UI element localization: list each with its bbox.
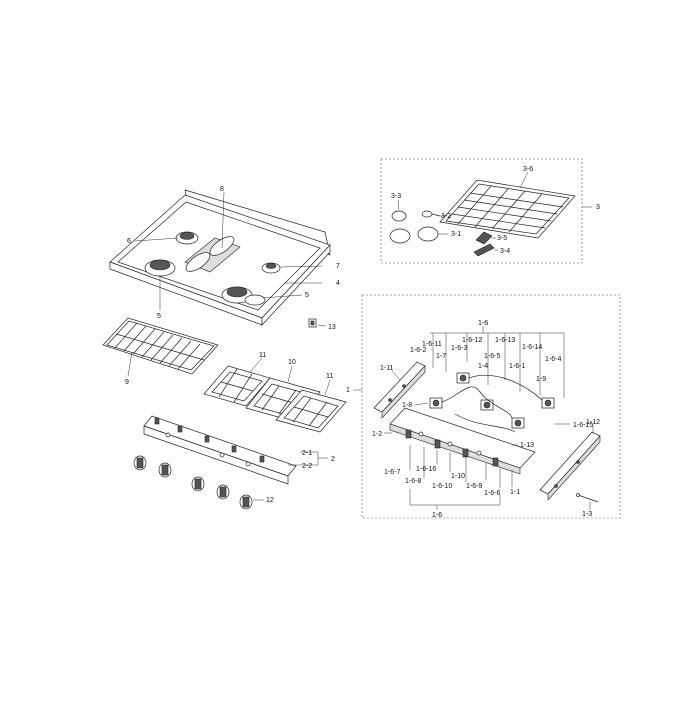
burner-right-rear [261, 262, 281, 274]
callout-1-6-14: 1-6-14 [522, 344, 542, 351]
callout-1-13: 1-13 [520, 442, 534, 449]
burner-left-rear [175, 231, 199, 245]
callout-1-1: 1-1 [510, 489, 520, 496]
valve-4 [511, 417, 525, 429]
knob-5 [239, 494, 253, 510]
wire-rack [102, 317, 219, 375]
callout-1-2: 1-2 [372, 431, 382, 438]
callout-5-left: 5 [157, 313, 161, 320]
manifold-frame [361, 294, 621, 519]
rod-part [576, 493, 599, 503]
callout-11-right: 11 [326, 373, 333, 380]
callout-3-6: 3-6 [523, 166, 533, 173]
oven-rack [439, 179, 576, 239]
callout-13: 13 [328, 324, 336, 331]
callout-1-6-16: 1-6-16 [416, 466, 436, 473]
clip-part [308, 318, 317, 328]
valve-2 [456, 372, 470, 384]
callout-4: 4 [336, 280, 340, 287]
callout-1-7: 1-7 [436, 353, 446, 360]
knob-2 [158, 462, 172, 478]
grate-right [275, 389, 347, 433]
callout-3-1: 3-1 [451, 231, 461, 238]
callout-5-right: 5 [305, 292, 309, 299]
knob-4 [216, 484, 230, 500]
control-panel [143, 415, 297, 485]
callout-1-6-13: 1-6-13 [495, 337, 515, 344]
rack-caps [389, 210, 441, 244]
callout-1-6-8: 1-6-8 [405, 478, 421, 485]
callout-1-6-7: 1-6-7 [384, 469, 400, 476]
rack-kit-frame [380, 158, 583, 264]
callout-1-9: 1-9 [536, 376, 546, 383]
valve-5 [541, 397, 555, 409]
callout-1-6-2: 1-6-2 [410, 347, 426, 354]
callout-1: 1 [346, 387, 350, 394]
callout-3-2: 3-2 [441, 213, 451, 220]
callout-2-2: 2-2 [302, 463, 312, 470]
side-rail-right [539, 431, 601, 501]
callout-8: 8 [220, 186, 224, 193]
callout-1-6-9: 1-6-9 [466, 483, 482, 490]
manifold-bar [389, 407, 536, 475]
callout-1-6-bottom: 1-6 [432, 512, 442, 519]
callout-1-6-4: 1-6-4 [545, 356, 561, 363]
callout-3-3: 3-3 [391, 193, 401, 200]
callout-7: 7 [336, 263, 340, 270]
callout-1-6-15: 1-6-15 [573, 422, 593, 429]
callout-9: 9 [125, 379, 129, 386]
callout-1-6-11: 1-6-11 [422, 341, 442, 348]
burner-left-front [144, 259, 176, 277]
rack-screws [473, 231, 495, 257]
valve-3 [480, 399, 494, 411]
callout-12: 12 [266, 497, 274, 504]
callout-3: 3 [596, 204, 600, 211]
callout-1-6-12: 1-6-12 [462, 337, 482, 344]
callout-1-8: 1-8 [402, 402, 412, 409]
knob-1 [133, 455, 147, 471]
callout-1-11: 1-11 [380, 365, 394, 372]
callout-1-6-1: 1-6-1 [509, 363, 525, 370]
callout-1-6-5: 1-6-5 [484, 353, 500, 360]
callout-2-1: 2-1 [302, 450, 312, 457]
callout-10: 10 [288, 359, 296, 366]
callout-1-12: 1-12 [586, 419, 600, 426]
side-rail-left [373, 361, 426, 419]
callout-1-6-top: 1-6 [478, 320, 488, 327]
callout-6: 6 [127, 238, 131, 245]
callout-1-6-10: 1-6-10 [432, 483, 452, 490]
callout-3-4: 3-4 [500, 248, 510, 255]
valve-1 [429, 397, 443, 409]
knob-3 [191, 476, 205, 492]
callout-1-10: 1-10 [451, 473, 465, 480]
cooktop-assembly [109, 189, 331, 326]
callout-1-4: 1-4 [478, 363, 488, 370]
callout-3-5: 3-5 [497, 235, 507, 242]
callout-11-left: 11 [259, 352, 266, 359]
callout-1-6-3: 1-6-3 [451, 345, 467, 352]
callout-1-6-6: 1-6-6 [484, 490, 500, 497]
callout-2: 2 [331, 456, 335, 463]
callout-1-3: 1-3 [582, 511, 592, 518]
burner-right-front [221, 286, 266, 306]
